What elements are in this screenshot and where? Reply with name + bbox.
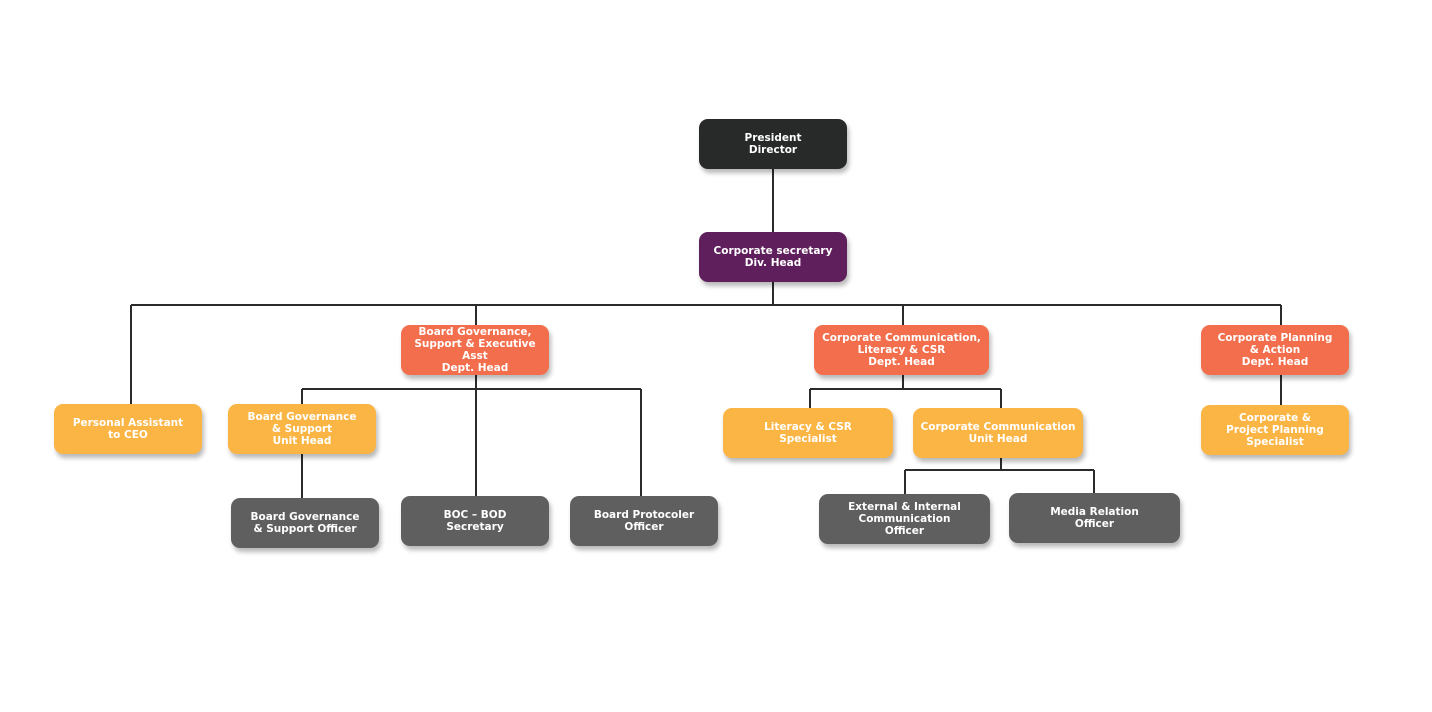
corporate-secretary-label: Corporate secretary Div. Head [713,245,833,269]
boc-bod-secretary-box: BOC – BOD Secretary [401,496,549,546]
corporate-planning-dept-label: Corporate Planning & Action Dept. Head [1217,332,1333,368]
president-director-label: President Director [744,132,802,156]
literacy-csr-specialist-box: Literacy & CSR Specialist [723,408,893,458]
external-internal-comm-officer-box: External & Internal Communication Office… [819,494,990,544]
corporate-communication-unit-box: Corporate Communication Unit Head [913,408,1083,458]
media-relation-officer-box: Media Relation Officer [1009,493,1180,543]
board-governance-dept-label: Board Governance, Support & Executive As… [414,326,536,374]
corporate-planning-dept-box: Corporate Planning & Action Dept. Head [1201,325,1349,375]
board-governance-unit-label: Board Governance & Support Unit Head [247,411,357,447]
corporate-project-planning-label: Corporate & Project Planning Specialist [1226,412,1324,448]
corporate-secretary-box: Corporate secretary Div. Head [699,232,847,282]
president-director-box: President Director [699,119,847,169]
board-governance-officer-label: Board Governance & Support Officer [250,511,360,535]
corporate-communication-dept-label: Corporate Communication, Literacy & CSR … [822,332,981,368]
board-protocoler-officer-label: Board Protocoler Officer [593,509,695,533]
board-governance-officer-box: Board Governance & Support Officer [231,498,379,548]
personal-assistant-label: Personal Assistant to CEO [72,417,184,441]
boc-bod-secretary-label: BOC – BOD Secretary [443,509,507,533]
corporate-communication-unit-label: Corporate Communication Unit Head [920,421,1076,445]
board-governance-unit-box: Board Governance & Support Unit Head [228,404,376,454]
corporate-communication-dept-box: Corporate Communication, Literacy & CSR … [814,325,989,375]
external-internal-comm-officer-label: External & Internal Communication Office… [848,501,961,537]
personal-assistant-box: Personal Assistant to CEO [54,404,202,454]
literacy-csr-specialist-label: Literacy & CSR Specialist [764,421,852,445]
board-protocoler-officer-box: Board Protocoler Officer [570,496,718,546]
media-relation-officer-label: Media Relation Officer [1050,506,1139,530]
board-governance-dept-box: Board Governance, Support & Executive As… [401,325,549,375]
corporate-project-planning-box: Corporate & Project Planning Specialist [1201,405,1349,455]
